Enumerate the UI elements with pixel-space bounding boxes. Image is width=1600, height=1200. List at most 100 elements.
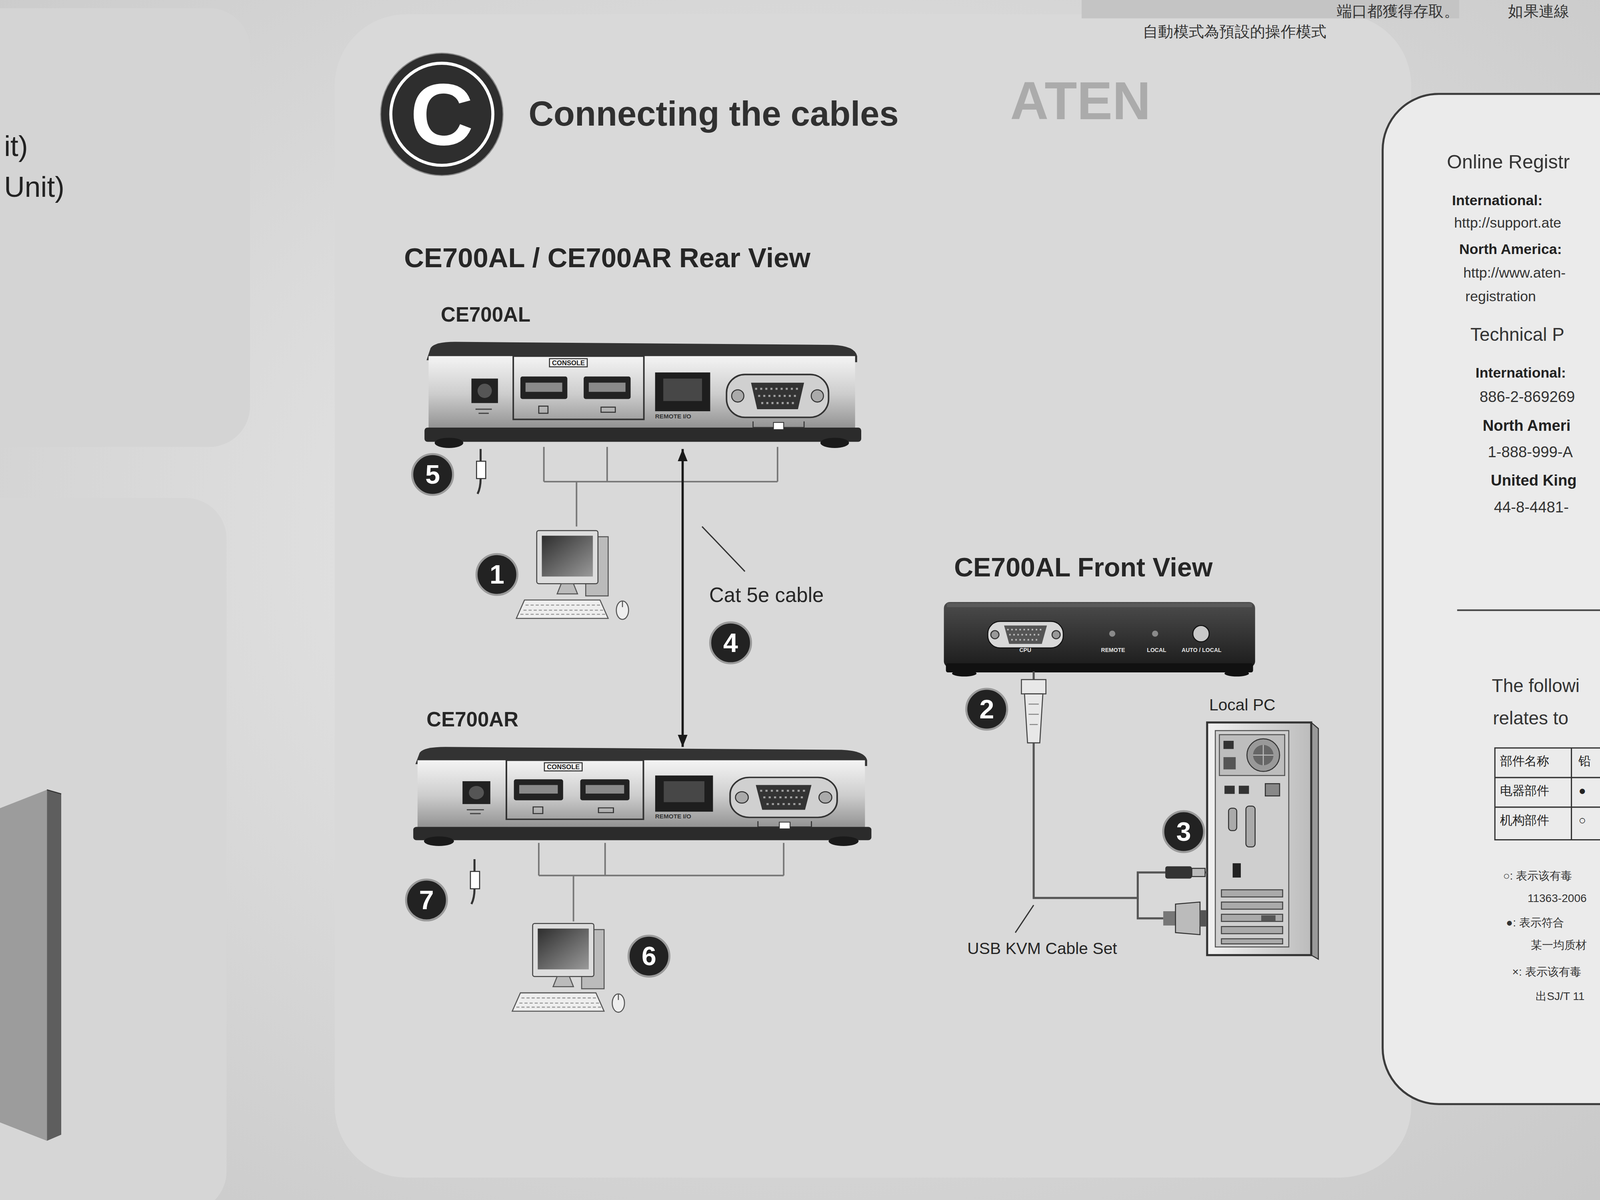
pc-tower — [1221, 902, 1283, 910]
node-text: REMOTE I/O — [655, 413, 692, 421]
cable-branch — [1137, 898, 1164, 919]
pc-tower — [1238, 785, 1250, 794]
callout-number: 2 — [965, 687, 1008, 731]
cable-connector — [1033, 671, 1208, 898]
page-label: 出SJ/T 11 — [1535, 989, 1585, 1003]
cable-label: USB KVM Cable Set — [967, 939, 1117, 959]
node-text: North Ameri — [1482, 416, 1571, 434]
node-text: United King — [1490, 471, 1577, 490]
side-bar — [0, 789, 47, 1141]
manual-illustration — [516, 530, 629, 620]
front-device — [946, 603, 1252, 608]
right-panel — [1494, 748, 1600, 840]
node-text: The followi — [1492, 675, 1580, 697]
pc-tower — [1207, 722, 1319, 960]
front-device — [1007, 629, 1044, 640]
callout-number: 6 — [627, 934, 671, 978]
page-label: ATEN — [1010, 71, 1151, 133]
side-bar — [46, 789, 62, 794]
pc-tower — [1221, 926, 1283, 934]
pc-tower — [1221, 938, 1283, 944]
page-label: 如果連線 — [1508, 2, 1570, 20]
node-text: CPU — [1019, 646, 1032, 654]
side-bar — [46, 789, 62, 1141]
power-plug — [471, 888, 475, 904]
pc-tower — [1223, 740, 1234, 749]
node-text: 44-8-4481- — [1494, 498, 1569, 516]
node-heading: Online Registr — [1446, 151, 1570, 174]
node-text: http://support.ate — [1454, 214, 1562, 231]
front-device — [1052, 630, 1060, 639]
front-device — [1109, 630, 1116, 637]
leader-line — [1015, 905, 1034, 933]
page-label: 11363-2006 — [1527, 892, 1587, 905]
node-text: AUTO / LOCAL — [1181, 646, 1222, 654]
front-device — [944, 602, 1256, 668]
pc-tower — [1253, 744, 1274, 766]
rear-panel-device: CE700ALCONSOLEREMOTE I/O — [424, 342, 860, 450]
usb-plug — [1165, 866, 1192, 879]
side-bar — [0, 789, 62, 1141]
page-label: ●: 表示符合 — [1506, 916, 1564, 930]
callout-number: 4 — [709, 621, 752, 665]
main-panel — [334, 14, 1412, 1178]
pc-tower — [1261, 915, 1276, 922]
callout-number: 1 — [475, 553, 519, 596]
node-heading: CE700AR — [426, 708, 519, 732]
front-device — [952, 670, 977, 677]
vga-plug — [1028, 704, 1039, 725]
node-text: 886-2-869269 — [1479, 387, 1575, 406]
pc-tower — [1221, 914, 1283, 922]
node-text: North America: — [1459, 240, 1562, 258]
page-label: 自動模式為預設的操作模式 — [1142, 22, 1327, 40]
page-label: ○: 表示该有毒 — [1503, 869, 1573, 882]
power-plug — [476, 448, 486, 494]
pc-tower — [1224, 785, 1235, 794]
power-plug — [477, 478, 481, 494]
power-plug — [473, 859, 476, 872]
callout-number: 5 — [411, 453, 454, 496]
usb-plug — [1165, 866, 1205, 879]
callout-number: 3 — [1162, 810, 1206, 854]
pc-tower — [1228, 808, 1237, 831]
node-text: registration — [1465, 287, 1536, 304]
section-title: Connecting the cables — [528, 94, 899, 134]
front-device — [990, 630, 999, 639]
node-text: http://www.aten- — [1463, 264, 1566, 281]
pc-tower — [1219, 734, 1285, 776]
power-plug — [479, 448, 482, 462]
front-panel-device: CE700AL Front ViewCPUREMOTELOCALAUTO / L… — [944, 604, 1256, 672]
pc-tower — [1215, 730, 1289, 948]
console-leader — [544, 446, 778, 527]
pc-tower — [1253, 744, 1274, 766]
page-label: 某一均质材 — [1530, 938, 1587, 952]
pc-tower — [1223, 757, 1236, 770]
node-text: relates to — [1492, 708, 1569, 730]
section-badge — [380, 53, 504, 176]
cable-label: Cat 5e cable — [709, 583, 824, 608]
page-label: 电器部件 — [1500, 784, 1549, 799]
node-text: REMOTE — [1101, 646, 1126, 654]
section-badge — [390, 63, 493, 166]
manual-illustration — [413, 746, 872, 846]
vga-plug — [1024, 694, 1043, 743]
right-panel — [1457, 609, 1600, 612]
node-heading: CE700AL — [440, 303, 531, 327]
pc-tower — [1207, 722, 1312, 956]
vga-plug — [1175, 902, 1200, 935]
side-panels — [0, 498, 227, 1200]
manual-illustration — [512, 923, 625, 1013]
front-device — [1192, 625, 1210, 642]
node-text: International: — [1475, 364, 1566, 381]
rear-panel-device: CE700ARCONSOLEREMOTE I/O — [413, 746, 870, 847]
pc-tower — [1246, 738, 1280, 772]
pc-tower — [1311, 722, 1319, 960]
front-device — [944, 602, 1256, 677]
page-label: it) — [4, 130, 28, 164]
page-label: 机构部件 — [1500, 814, 1549, 829]
front-device — [1224, 670, 1249, 677]
node-text: LOCAL — [1146, 646, 1166, 654]
vga-plug — [1163, 911, 1176, 926]
side-panels — [0, 8, 250, 447]
node-heading: CE700AL Front View — [954, 553, 1213, 584]
